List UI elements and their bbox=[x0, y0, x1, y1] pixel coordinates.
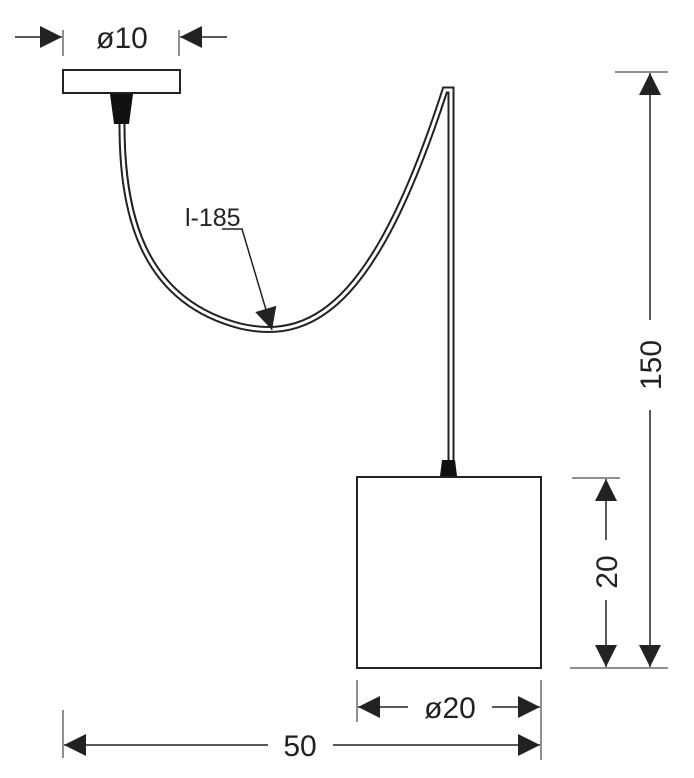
lamp-holder bbox=[440, 460, 457, 476]
shade-height-label: 20 bbox=[591, 555, 624, 588]
canopy-cable-grip bbox=[110, 94, 133, 124]
ceiling-canopy bbox=[62, 69, 181, 94]
canopy-diameter-label: ø10 bbox=[96, 22, 148, 55]
total-height-dimension: 150 bbox=[570, 71, 668, 669]
canopy-diameter-dimension: ø10 bbox=[15, 22, 227, 56]
total-width-label: 50 bbox=[283, 730, 316, 763]
cable-length-label: l-185 bbox=[185, 204, 241, 232]
shade-diameter-dimension: ø20 bbox=[356, 680, 542, 760]
cable bbox=[118, 86, 455, 460]
shade-height-dimension: 20 bbox=[572, 477, 624, 667]
total-height-label: 150 bbox=[635, 340, 668, 390]
total-width-dimension: 50 bbox=[62, 710, 540, 763]
cable-length-annotation: l-185 bbox=[185, 204, 277, 331]
lamp-shade bbox=[356, 476, 542, 669]
shade-diameter-label: ø20 bbox=[424, 692, 476, 725]
